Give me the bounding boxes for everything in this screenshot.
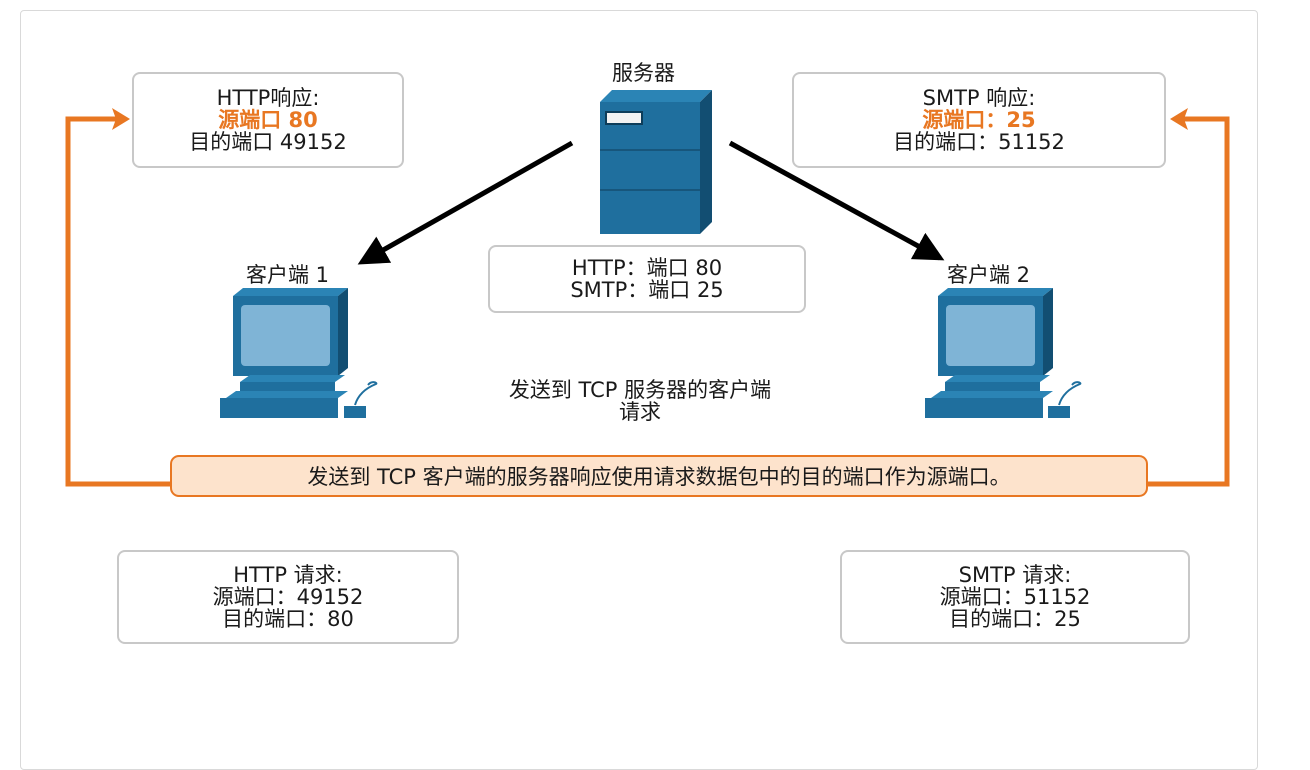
response-note: 发送到 TCP 客户端的服务器响应使用请求数据包中的目的端口作为源端口。 (170, 455, 1148, 497)
orange-arrowhead-right (1170, 108, 1188, 130)
arrow-server-to-client1 (357, 140, 574, 265)
smtp-response-title: SMTP 响应: (922, 86, 1036, 110)
http-request-box: HTTP 请求: 源端口：49152 目的端口：80 (117, 550, 459, 644)
http-response-dest-port: 目的端口 49152 (189, 130, 347, 154)
request-caption: 发送到 TCP 服务器的客户端 请求 (470, 379, 810, 423)
http-request-source-port: 源端口：49152 (212, 585, 364, 609)
server-icon (600, 90, 712, 234)
smtp-request-dest-port: 目的端口：25 (949, 607, 1081, 631)
http-request-dest-port: 目的端口：80 (222, 607, 354, 631)
server-http-port: HTTP：端口 80 (571, 256, 723, 280)
client2-computer-icon (925, 288, 1082, 418)
orange-loop-left (65, 116, 172, 487)
response-note-text: 发送到 TCP 客户端的服务器响应使用请求数据包中的目的端口作为源端口。 (307, 465, 1011, 489)
smtp-request-title: SMTP 请求: (958, 563, 1072, 587)
client2-label: 客户端 2 (947, 263, 1031, 287)
server-label: 服务器 (612, 61, 675, 85)
http-response-title: HTTP响应: (216, 86, 320, 110)
orange-arrowhead-left (112, 108, 130, 130)
client1-computer-icon (220, 288, 378, 418)
smtp-request-box: SMTP 请求: 源端口：51152 目的端口：25 (840, 550, 1190, 644)
connectors (65, 90, 1230, 487)
http-response-box: HTTP响应: 源端口 80 目的端口 49152 (132, 72, 404, 168)
request-caption-line1: 发送到 TCP 服务器的客户端 (508, 378, 772, 402)
smtp-response-dest-port: 目的端口：51152 (893, 130, 1065, 154)
smtp-request-source-port: 源端口：51152 (939, 585, 1091, 609)
request-caption-line2: 请求 (619, 400, 661, 424)
http-response-source-port: 源端口 80 (218, 108, 318, 132)
smtp-response-box: SMTP 响应: 源端口：25 目的端口：51152 (792, 72, 1166, 168)
orange-loop-right (1146, 116, 1230, 487)
server-ports-box: HTTP：端口 80 SMTP：端口 25 (488, 245, 806, 313)
arrow-server-to-client2 (728, 140, 945, 261)
server-smtp-port: SMTP：端口 25 (570, 278, 724, 302)
client1-label: 客户端 1 (246, 263, 330, 287)
http-request-title: HTTP 请求: (233, 563, 343, 587)
smtp-response-source-port: 源端口：25 (922, 108, 1036, 132)
